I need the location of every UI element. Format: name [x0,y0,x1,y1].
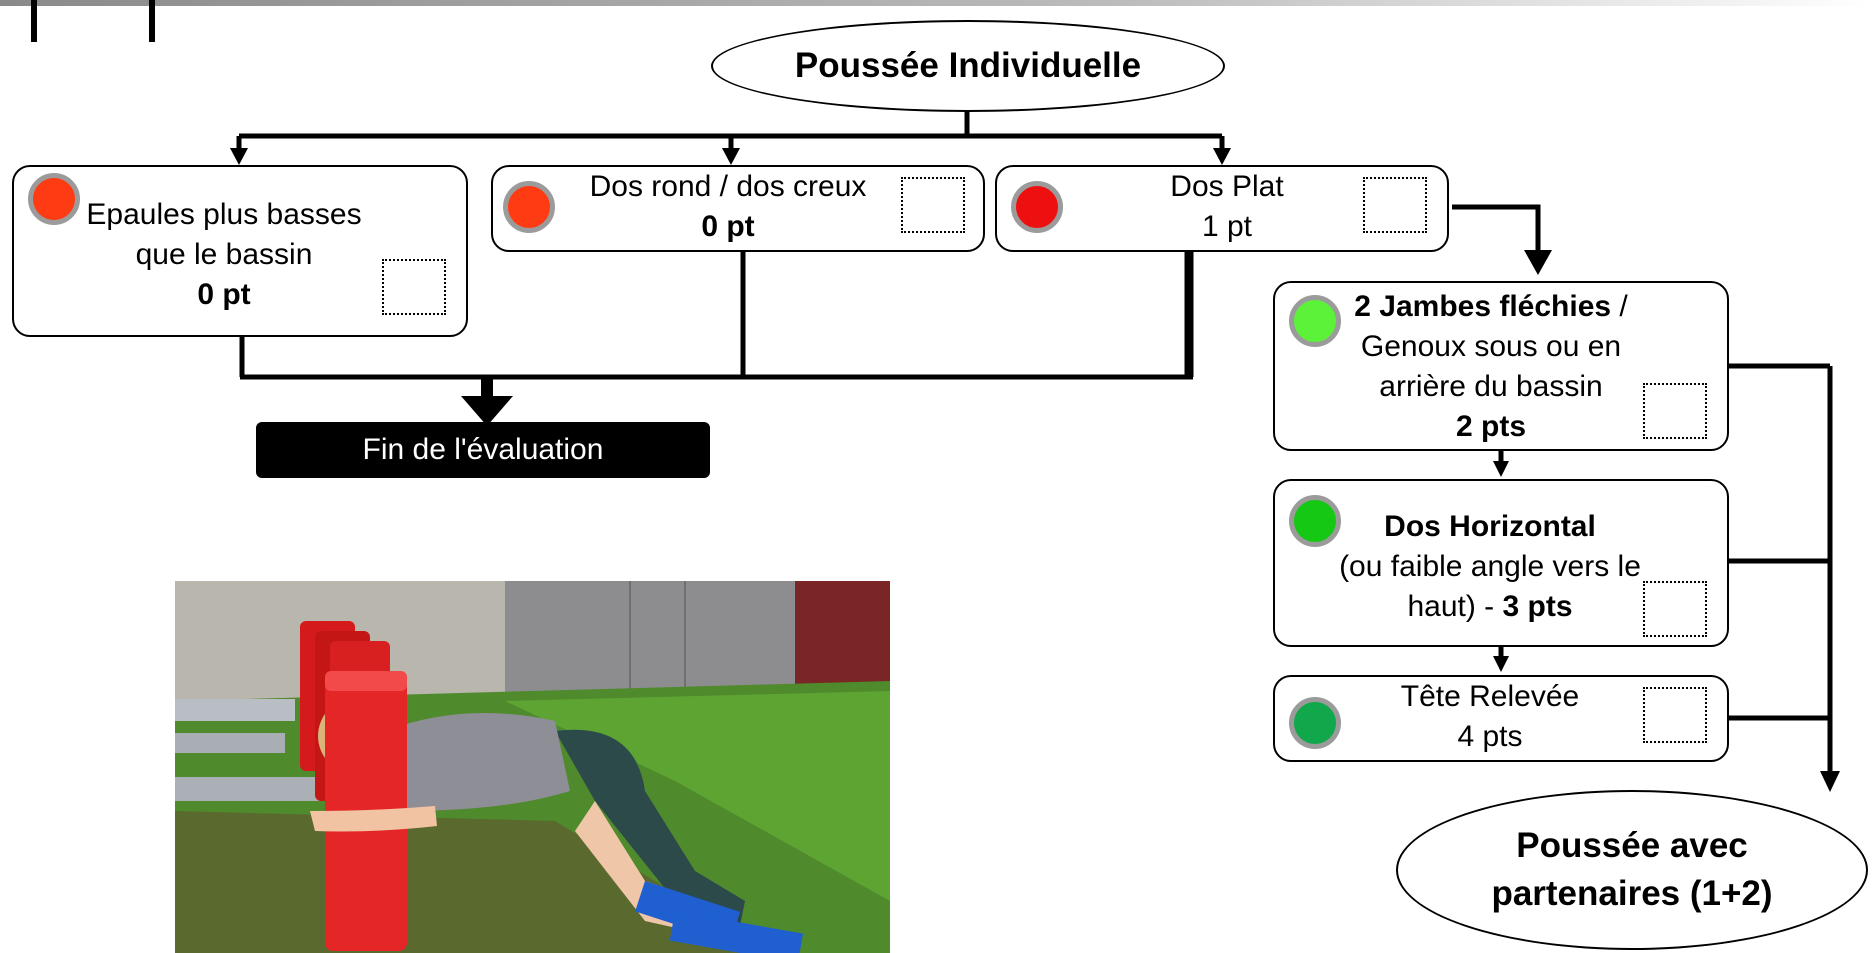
node-jambes-line1: 2 Jambes fléchies / [1341,287,1641,327]
arrowhead-dos-rond [722,148,740,165]
node-epaules-text: Epaules plus basses que le bassin 0 pt [74,195,374,315]
node-jambes-text: 2 Jambes fléchies / Genoux sous ou en ar… [1341,287,1641,447]
checkbox-dos-horizontal[interactable] [1643,581,1707,637]
node-horizontal-line3: haut) - [1407,590,1503,623]
status-dot-lightgreen [1289,295,1341,347]
node-dos-plat-line1: Dos Plat [1170,170,1284,203]
checkbox-epaules[interactable] [382,259,446,315]
checkbox-dos-plat[interactable] [1363,177,1427,233]
arrowhead-next [1820,771,1840,792]
node-jambes-points: 2 pts [1455,410,1527,443]
arrowhead-jambes [1524,250,1552,275]
top-gradient-bar [0,0,1873,6]
arrowhead-tete [1493,656,1509,672]
root-ellipse: Poussée Individuelle [711,20,1225,112]
node-horizontal-line2: (ou faible angle vers le [1339,550,1641,583]
node-epaules: Epaules plus basses que le bassin 0 pt [12,165,468,337]
checkbox-jambes[interactable] [1643,383,1707,439]
root-title: Poussée Individuelle [794,46,1142,85]
next-step-ellipse: Poussée avec partenaires (1+2) [1396,790,1868,950]
photo-illustration [175,581,890,953]
node-dos-horizontal: Dos Horizontal (ou faible angle vers le … [1273,479,1729,647]
node-horizontal-line1: Dos Horizontal [1384,510,1596,543]
arrowhead-fin [461,396,513,426]
node-epaules-line2: que le bassin [135,238,313,271]
node-epaules-line1: Epaules plus basses [86,198,362,231]
node-jambes-flechies: 2 Jambes fléchies / Genoux sous ou en ar… [1273,281,1729,451]
node-tete-line1: Tête Relevée [1400,680,1580,713]
node-dos-rond-points: 0 pt [701,210,755,243]
node-jambes-line1-rest: / [1611,290,1628,323]
node-epaules-points: 0 pt [197,278,251,311]
node-dos-plat: Dos Plat 1 pt [995,165,1449,252]
status-dot-red [28,173,80,225]
node-jambes-line1-bold: 2 Jambes fléchies [1354,290,1612,323]
scrum-push-photo [175,581,890,953]
node-jambes-line2: Genoux sous ou en [1360,330,1622,363]
node-dos-plat-text: Dos Plat 1 pt [1117,167,1337,247]
node-dos-rond-line1: Dos rond / dos creux [589,170,867,203]
node-dos-rond-text: Dos rond / dos creux 0 pt [563,167,893,247]
node-tete-relevee: Tête Relevée 4 pts [1273,675,1729,762]
arrowhead-epaules [230,148,248,165]
node-horizontal-line3-wrap: haut) - 3 pts [1315,587,1665,627]
connector-dos-plat-to-jambes [1452,204,1541,252]
checkbox-tete[interactable] [1643,687,1707,743]
node-horizontal-points: 3 pts [1502,590,1573,623]
end-label: Fin de l'évaluation [362,433,604,466]
node-jambes-line3: arrière du bassin [1379,370,1603,403]
next-line2: partenaires (1+2) [1491,874,1773,913]
end-of-evaluation-box: Fin de l'évaluation [256,422,710,478]
next-line1: Poussée avec [1516,826,1748,865]
arrowhead-horizontal [1493,461,1509,477]
corner-bar-left [31,0,37,42]
node-dos-plat-points: 1 pt [1201,210,1253,243]
node-horizontal-text: Dos Horizontal (ou faible angle vers le … [1315,507,1665,627]
status-dot-green [1289,495,1341,547]
status-dot-red [503,181,555,233]
status-dot-darkgreen [1289,697,1341,749]
status-dot-red [1011,181,1063,233]
node-dos-rond: Dos rond / dos creux 0 pt [491,165,985,252]
checkbox-dos-rond[interactable] [901,177,965,233]
node-tete-text: Tête Relevée 4 pts [1365,677,1615,757]
arrowhead-dos-plat [1213,148,1231,165]
corner-bar-right [149,0,155,42]
node-tete-points: 4 pts [1457,720,1523,753]
